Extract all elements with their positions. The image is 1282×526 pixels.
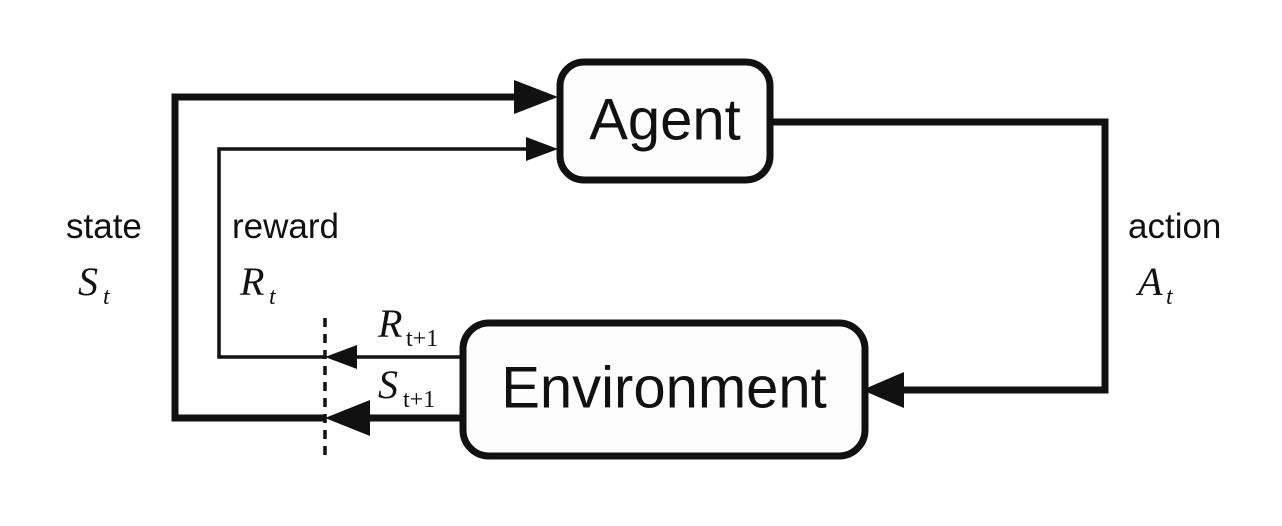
environment-box[interactable]: [459, 319, 869, 460]
state-arrowhead: [514, 80, 558, 114]
action-label-group: action A t: [1128, 207, 1221, 310]
reward-label-group: reward R t: [232, 207, 339, 310]
node-agent[interactable]: Agent: [556, 58, 774, 184]
agent-box[interactable]: [556, 58, 774, 184]
state-next-label-subscript: t+1: [403, 387, 435, 413]
reward-label-subscript: t: [269, 284, 277, 310]
state-label-word: state: [66, 207, 142, 246]
reward-next-arrowhead: [325, 345, 357, 369]
reward-next-label-group: R t+1: [377, 301, 438, 352]
state-label-subscript: t: [103, 284, 111, 310]
agent-label: Agent: [589, 87, 741, 152]
action-connector: [770, 118, 1109, 408]
state-next-label-group: S t+1: [378, 362, 435, 413]
reward-label-symbol: R: [239, 259, 264, 304]
reward-next-label-symbol: R: [377, 301, 402, 346]
state-label-symbol: S: [78, 259, 98, 304]
environment-label: Environment: [501, 355, 827, 420]
reward-next-label-subscript: t+1: [406, 326, 438, 352]
reward-next-connector: [325, 345, 463, 369]
node-environment[interactable]: Environment: [459, 319, 869, 460]
state-line: [171, 93, 518, 422]
state-label-group: state S t: [66, 207, 142, 310]
state-next-label-symbol: S: [378, 362, 398, 407]
reward-arrowhead: [526, 137, 558, 161]
action-label-symbol: A: [1135, 259, 1163, 304]
action-label-word: action: [1128, 207, 1221, 246]
reward-label-word: reward: [232, 207, 339, 246]
action-arrowhead: [862, 372, 904, 408]
state-connector: [171, 80, 558, 422]
action-line: [770, 118, 1109, 394]
reward-connector: [217, 137, 558, 359]
state-next-connector: [325, 400, 463, 436]
state-next-arrowhead: [325, 400, 370, 436]
action-label-subscript: t: [1166, 284, 1174, 310]
reward-line: [217, 147, 528, 359]
